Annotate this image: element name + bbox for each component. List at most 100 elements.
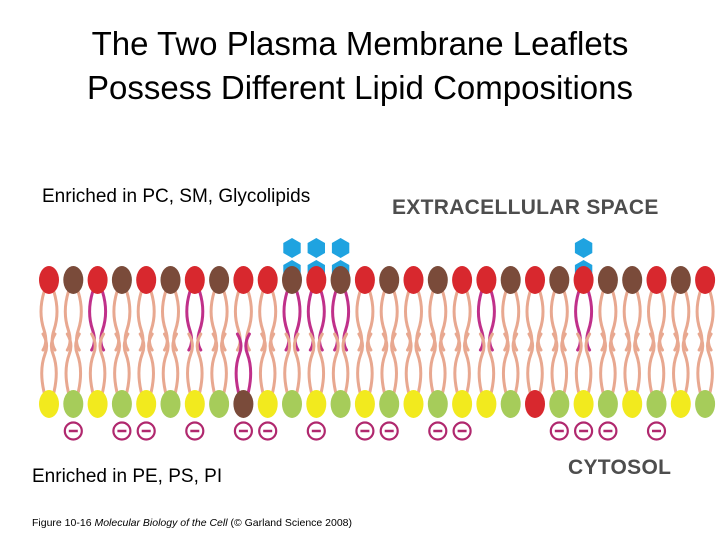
glycolipid-sugar: [331, 238, 350, 258]
lipid-head-outer: [525, 266, 545, 294]
lipid-tail: [307, 332, 316, 394]
lipid-head-inner: [87, 390, 108, 418]
lipid-tail: [487, 332, 496, 394]
lipid-head-inner: [452, 390, 473, 418]
lipid-tail: [74, 332, 83, 394]
lipid-tail: [356, 332, 364, 394]
lipid-tail: [171, 332, 180, 394]
lipid-tail: [672, 332, 680, 394]
lipid-head-inner: [111, 390, 132, 418]
lipid-head-inner: [39, 390, 59, 418]
lipid-tail: [696, 332, 705, 394]
lipid-tail: [186, 332, 194, 394]
lipid-head-outer: [184, 266, 205, 294]
caption-prefix: Figure 10-16: [32, 517, 92, 529]
lipid-head-inner: [573, 390, 594, 418]
lipid-bilayer-diagram: [39, 238, 716, 441]
lipid-head-inner: [136, 390, 157, 418]
lipid-head-inner: [160, 390, 181, 418]
lipid-tail: [706, 332, 714, 394]
lipid-head-inner: [306, 390, 327, 418]
lipid-tail: [633, 332, 641, 394]
lipid-head-inner: [670, 390, 691, 418]
lipid-head-inner: [646, 390, 667, 418]
lipid-head-outer: [63, 266, 84, 294]
lipid-tail: [98, 332, 107, 394]
lipid-head-outer: [330, 266, 351, 294]
lipid-head-outer: [476, 266, 497, 294]
lipid-head-outer: [549, 266, 570, 294]
lipid-head-outer: [87, 266, 108, 294]
lipid-head-inner: [597, 390, 618, 418]
lipid-head-outer: [670, 266, 691, 294]
lipid-tail: [681, 332, 690, 394]
lipid-head-inner: [500, 390, 521, 418]
lipid-tail: [647, 332, 656, 394]
lipid-tail: [477, 332, 486, 394]
lipid-tail: [511, 332, 520, 394]
glycolipid-sugar: [307, 238, 325, 258]
lipid-head-inner: [233, 390, 254, 418]
lipid-head-outer: [597, 266, 618, 294]
lipid-tail: [463, 332, 471, 394]
lipid-tail: [331, 332, 340, 394]
lipid-tail: [122, 332, 131, 394]
lipid-head-inner: [257, 390, 278, 418]
lipid-head-outer: [646, 266, 667, 294]
lipid-tail: [535, 332, 544, 394]
lipid-tail: [608, 332, 617, 394]
lipid-head-outer: [354, 266, 375, 294]
cytosol-label: CYTOSOL: [568, 456, 672, 479]
lipid-head-outer: [39, 266, 59, 294]
lipid-tail: [317, 332, 326, 394]
lipid-tail: [404, 332, 413, 394]
lipid-head-inner: [330, 390, 351, 418]
lipid-tail: [244, 332, 253, 394]
lipid-head-outer: [622, 266, 643, 294]
lipid-tail: [453, 332, 462, 394]
lipid-head-outer: [500, 266, 521, 294]
lipid-tail: [234, 332, 243, 394]
lipid-tail: [88, 332, 97, 394]
lipid-tail: [623, 332, 632, 394]
lipid-tail: [380, 332, 389, 394]
title-line-2: Possess Different Lipid Compositions: [87, 69, 633, 106]
lipid-head-outer: [427, 266, 448, 294]
lipid-head-inner: [695, 390, 716, 418]
lipid-tail: [599, 332, 607, 394]
lipid-head-outer: [306, 266, 327, 294]
lipid-tail: [341, 332, 350, 394]
lipid-head-inner: [427, 390, 448, 418]
lipid-tail: [414, 332, 423, 394]
extracellular-space-label: EXTRACELLULAR SPACE: [392, 196, 659, 219]
lipid-head-inner: [354, 390, 375, 418]
lipid-tail: [40, 332, 49, 394]
glycolipid-sugar: [283, 238, 301, 258]
lipid-tail: [560, 332, 569, 394]
lipid-head-inner: [525, 390, 545, 418]
lipid-head-outer: [136, 266, 157, 294]
lipid-tail: [501, 332, 510, 394]
lipid-head-outer: [695, 266, 716, 294]
lipid-tail: [429, 332, 437, 394]
lipid-tail: [258, 332, 267, 394]
figure-caption: Figure 10-16 Molecular Biology of the Ce…: [32, 517, 352, 529]
lipid-tail: [210, 332, 219, 394]
lipid-head-outer: [379, 266, 400, 294]
lipid-tail: [268, 332, 277, 394]
lipid-head-outer: [111, 266, 132, 294]
lipid-head-inner: [282, 390, 302, 418]
lipid-head-outer: [452, 266, 473, 294]
lipid-tail: [574, 332, 583, 394]
page-title: The Two Plasma Membrane Leaflets Possess…: [0, 22, 720, 110]
lipid-head-outer: [573, 266, 594, 294]
lipid-tail: [292, 332, 301, 394]
lipid-tail: [137, 332, 146, 394]
lipid-tail: [195, 332, 204, 394]
lipid-tail: [49, 332, 58, 394]
title-line-1: The Two Plasma Membrane Leaflets: [91, 25, 629, 62]
lipid-head-inner: [549, 390, 570, 418]
caption-book-title: Molecular Biology of the Cell: [94, 517, 228, 529]
lipid-tail: [526, 332, 535, 394]
lipid-head-inner: [622, 390, 643, 418]
